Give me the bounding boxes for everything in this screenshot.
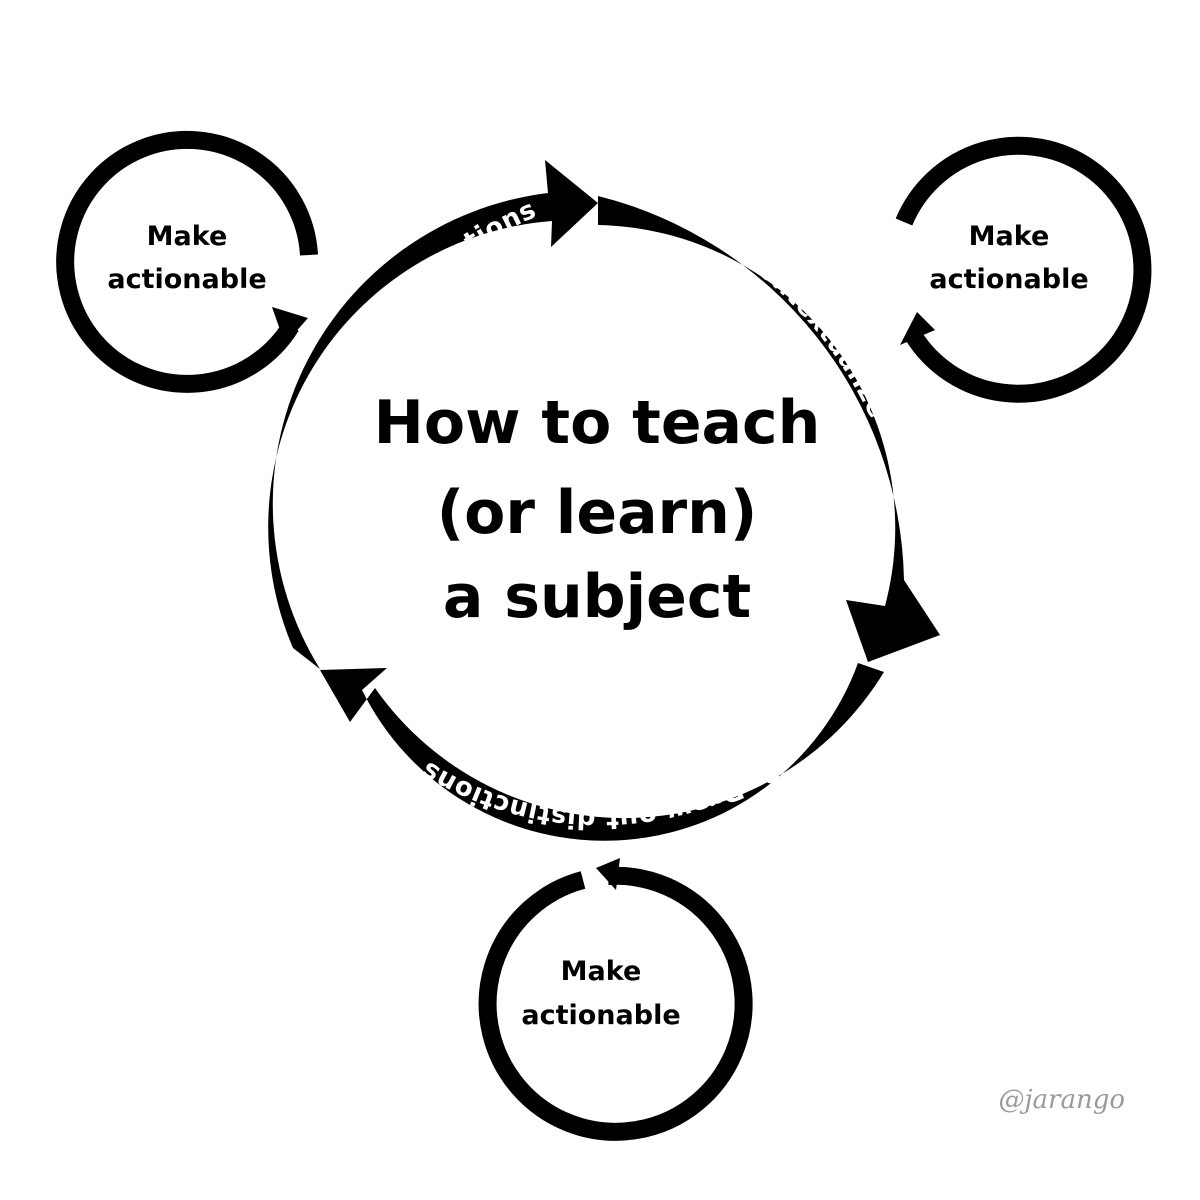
title-line-1: How to teach: [374, 388, 821, 458]
loop-arc: [895, 136, 1152, 403]
satellite-loop-top-left: Make actionable: [56, 130, 318, 393]
arc-step-2: [320, 663, 884, 841]
satellite-line-2: actionable: [521, 1000, 680, 1031]
arc-step-3: [268, 160, 598, 669]
title-line-3: a subject: [443, 562, 751, 632]
loop-arrowhead: [596, 858, 620, 890]
loop-arc: [56, 130, 318, 393]
loop-arrowhead: [272, 307, 308, 344]
main-cycle: [268, 160, 940, 841]
center-title: How to teach (or learn) a subject: [374, 388, 821, 632]
arc-step-1: [598, 196, 940, 662]
satellite-line-1: Make: [147, 221, 228, 252]
title-line-2: (or learn): [437, 478, 758, 548]
author-credit: @jarango: [998, 1085, 1125, 1115]
loop-arrowhead: [900, 312, 935, 345]
satellite-loop-top-right: Make actionable: [895, 136, 1152, 403]
satellite-line-1: Make: [561, 956, 642, 987]
satellite-line-2: actionable: [929, 264, 1088, 295]
satellite-loop-bottom: Make actionable: [478, 858, 753, 1141]
satellite-line-2: actionable: [107, 264, 266, 295]
loop-arc: [478, 866, 753, 1141]
satellite-line-1: Make: [969, 221, 1050, 252]
